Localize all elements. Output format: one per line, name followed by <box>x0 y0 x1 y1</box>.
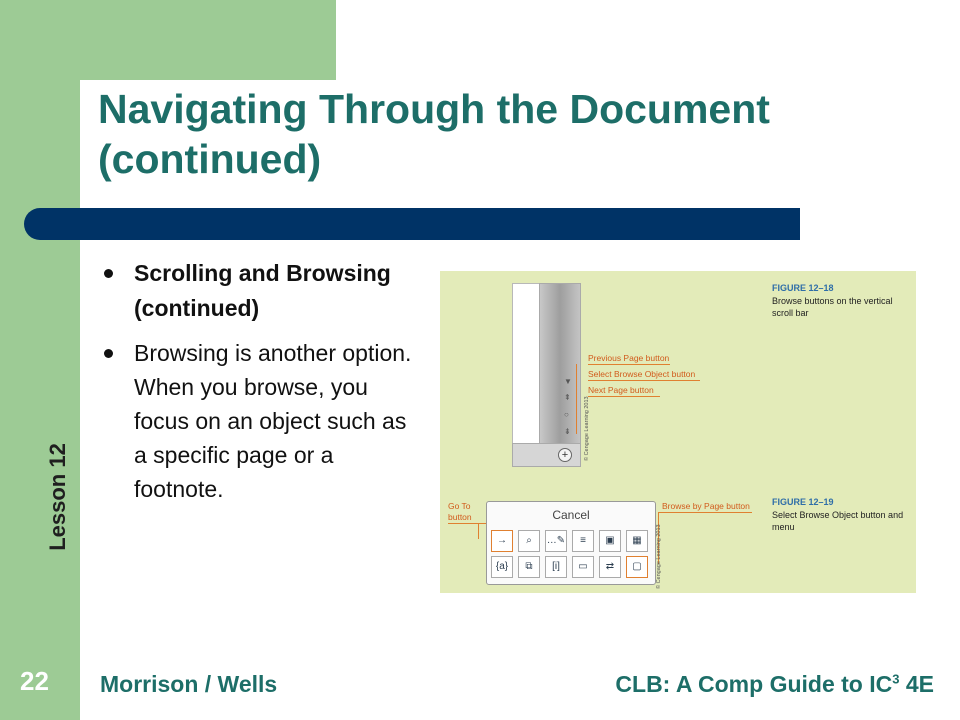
go-to-icon: → <box>491 530 513 552</box>
left-decor-band <box>0 0 80 720</box>
callout-line <box>478 523 479 539</box>
callout-line <box>588 364 670 365</box>
zoom-in-icon: + <box>558 448 572 462</box>
slide-number: 22 <box>20 666 49 696</box>
menu-cancel-label: Cancel <box>552 508 590 522</box>
select-browse-object-menu: Cancel → ⌕ …✎ ≡ ▣ ▦ {a} ⧉ [i] ▭ ⇄ ▢ <box>486 501 656 585</box>
select-browse-object-icon: ○ <box>564 410 569 419</box>
callout-line <box>588 396 660 397</box>
find-binoculars-icon: ⌕ <box>518 530 540 552</box>
figure1-caption: Browse buttons on the vertical scroll ba… <box>772 296 893 318</box>
top-decor-band <box>80 0 336 80</box>
figure2-caption: Select Browse Object button and menu <box>772 510 904 532</box>
callout-line <box>576 364 577 434</box>
browse-by-comment-icon: ▭ <box>572 556 594 578</box>
browse-by-table-icon: ▦ <box>626 530 648 552</box>
browse-by-endnote-icon: ⧉ <box>518 556 540 578</box>
title-underline-bar <box>24 208 800 240</box>
figure-image: FIGURE 12–18 Browse buttons on the verti… <box>440 271 916 593</box>
previous-page-icon: ⇞ <box>564 393 571 402</box>
browse-by-heading-icon: ≡ <box>572 530 594 552</box>
footer-book-superscript: 3 <box>892 671 900 687</box>
browse-by-section-icon: ⇄ <box>599 556 621 578</box>
slide-title: Navigating Through the Document (continu… <box>98 86 770 182</box>
scroll-down-arrow-icon: ▼ <box>564 377 572 386</box>
callout-go-to: Go To <box>448 501 471 511</box>
browse-by-page-icon: ▢ <box>626 556 648 578</box>
bullet-list: Scrolling and Browsing (continued) Brows… <box>104 256 424 516</box>
footer-authors: Morrison / Wells <box>100 671 278 697</box>
callout-browse-by-page: Browse by Page button <box>662 501 750 511</box>
callout-previous-page: Previous Page button <box>588 353 670 363</box>
browse-by-edits-icon: …✎ <box>545 530 567 552</box>
browse-by-graphic-icon: ▣ <box>599 530 621 552</box>
copyright-note: © Cengage Learning 2013 <box>656 524 662 589</box>
footer-book-prefix: CLB: A Comp Guide to IC <box>615 671 893 697</box>
callout-line <box>448 523 490 524</box>
bullet-item-body: Browsing is another option. When you bro… <box>104 336 424 506</box>
copyright-note: © Cengage Learning 2013 <box>584 396 590 461</box>
lesson-label: Lesson 12 <box>45 443 70 551</box>
callout-go-to-button: button <box>448 512 472 522</box>
figure1-title: FIGURE 12–18 <box>772 283 834 293</box>
vertical-scrollbar <box>539 283 581 445</box>
callout-line <box>658 512 659 564</box>
callout-line <box>588 380 700 381</box>
footer-book-suffix: 4E <box>899 671 934 697</box>
footer-book-title: CLB: A Comp Guide to IC3 4E <box>615 671 934 698</box>
bullet-item-heading: Scrolling and Browsing (continued) <box>104 256 424 326</box>
callout-next-page: Next Page button <box>588 385 654 395</box>
callout-line <box>658 512 752 513</box>
browse-by-field-icon: {a} <box>491 556 513 578</box>
figure2-title: FIGURE 12–19 <box>772 497 834 507</box>
document-area <box>512 283 540 445</box>
callout-select-browse: Select Browse Object button <box>588 369 696 379</box>
browse-by-footnote-icon: [i] <box>545 556 567 578</box>
next-page-icon: ⇟ <box>564 427 571 436</box>
